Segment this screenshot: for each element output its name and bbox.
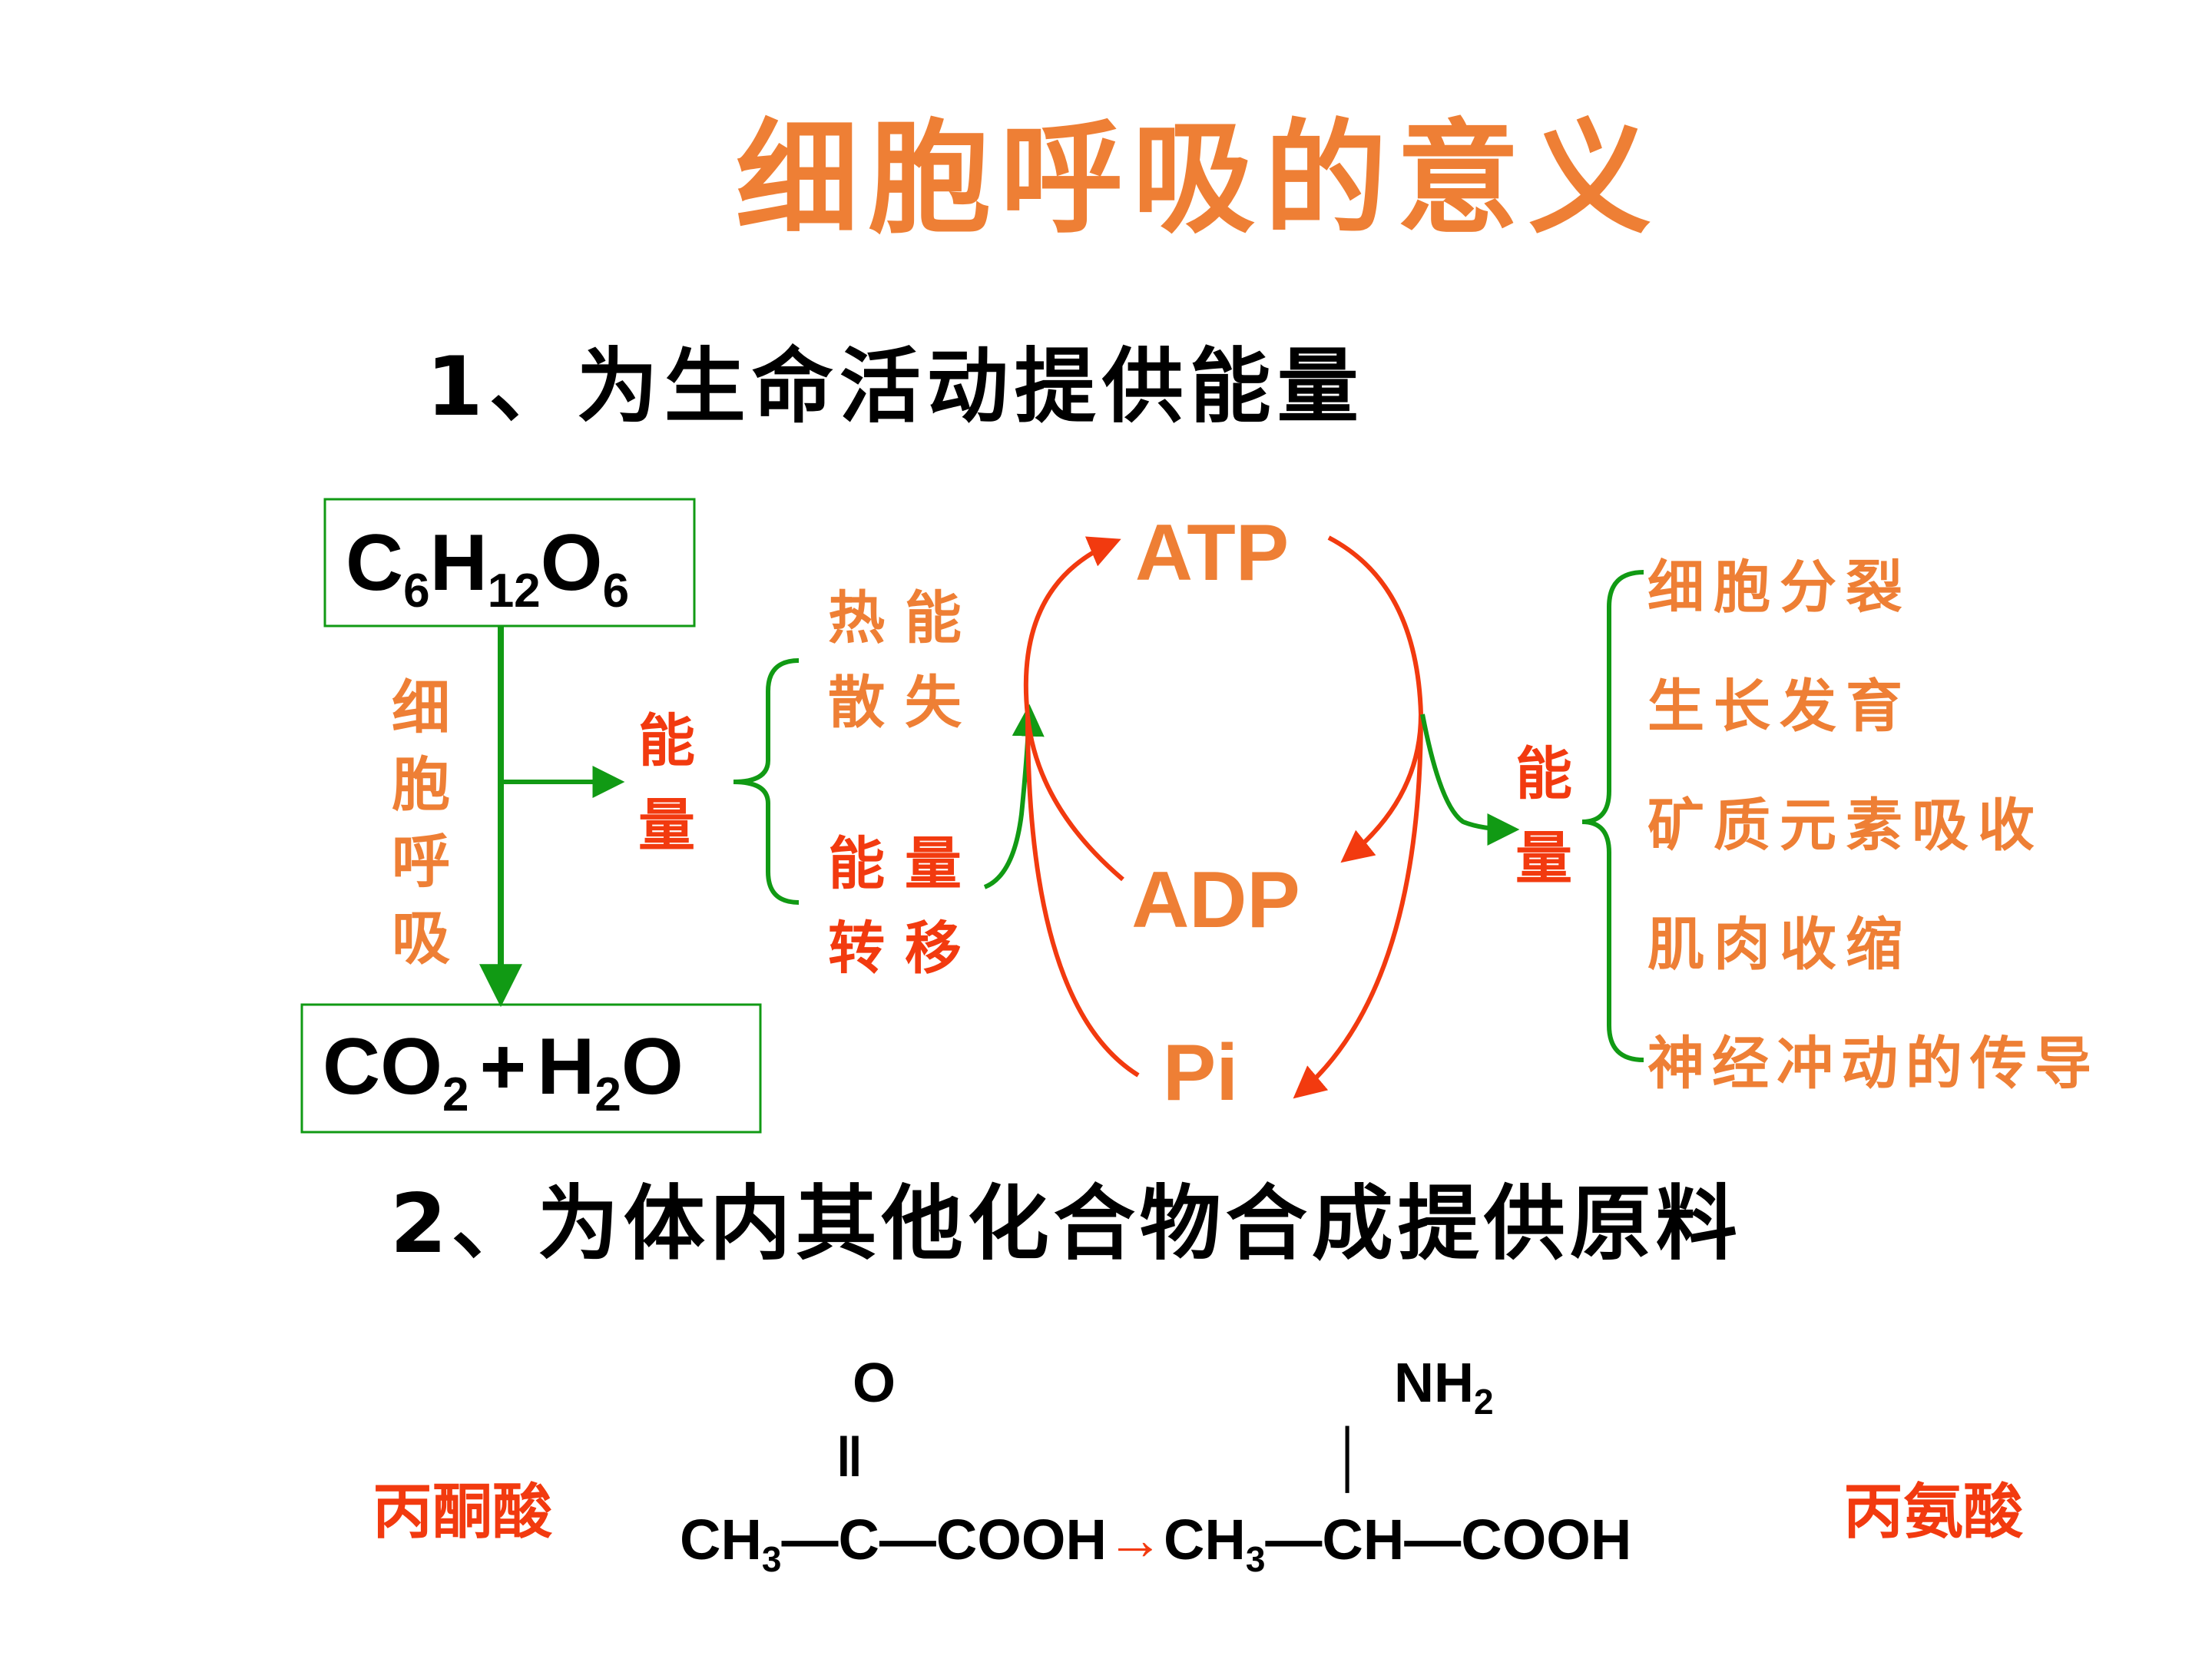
energy-label-left-2: 量 <box>638 793 695 859</box>
section-2-heading: 2、为体内其他化合物合成提供原料 <box>390 1177 1742 1271</box>
release-arrow <box>1420 714 1520 846</box>
amino-group: NH2 <box>1394 1353 1494 1422</box>
glucose-formula: C6H12O6 <box>346 518 629 618</box>
page-title: 细胞呼吸的意义 <box>736 107 1661 250</box>
process-label-1: 细 <box>392 674 450 742</box>
energy-label-left-1: 能 <box>638 708 695 774</box>
hydrolysis-arrow-pi <box>1293 714 1423 1099</box>
pi-label: Pi <box>1163 1028 1238 1118</box>
use-item-4: 肌肉收缩 <box>1647 912 1912 978</box>
double-bond: ǁ <box>836 1427 863 1488</box>
glucose-box <box>323 498 696 628</box>
energy-label-right-1: 能 <box>1515 741 1572 807</box>
use-item-1: 细胞分裂 <box>1647 555 1912 621</box>
pyruvate-name: 丙酮酸 <box>373 1478 553 1547</box>
transfer-arrow <box>983 704 1045 889</box>
section-1-heading: 1、为生命活动提供能量 <box>426 339 1365 434</box>
process-label-3: 呼 <box>392 827 450 896</box>
products-box <box>300 1003 762 1134</box>
process-label-4: 吸 <box>392 904 450 972</box>
heat-loss-line-1: 热 能 <box>828 585 962 651</box>
energy-transfer-line-2: 转 移 <box>828 916 962 982</box>
heat-loss-line-2: 散 失 <box>828 670 962 736</box>
hydrolysis-arrow-adp <box>1340 714 1423 863</box>
synthesis-arrow <box>1023 536 1121 717</box>
right-brace <box>1581 570 1644 1062</box>
carbonyl-oxygen: O <box>853 1353 896 1414</box>
products-formula: CO2+H2O <box>323 1022 684 1121</box>
process-label-2: 胞 <box>392 750 450 819</box>
energy-label-right-2: 量 <box>1515 826 1572 892</box>
use-item-2: 生长发育 <box>1647 674 1912 740</box>
reaction-equation: CH3—C—COOH→CH3—CH—COOH <box>680 1508 1631 1579</box>
use-item-5: 神经冲动的传导 <box>1647 1031 2099 1097</box>
use-item-3: 矿质元素吸收 <box>1647 793 2044 859</box>
left-brace <box>733 658 800 905</box>
adp-to-center-curve <box>1025 715 1124 882</box>
alanine-name: 丙氨酸 <box>1843 1478 2024 1547</box>
atp-label: ATP <box>1135 508 1289 598</box>
pi-to-center-curve <box>1025 715 1140 1078</box>
energy-transfer-line-1: 能 量 <box>828 831 962 897</box>
single-bond: │ <box>1333 1426 1367 1493</box>
hydrolysis-arrow-top <box>1327 535 1423 715</box>
adp-label: ADP <box>1131 856 1300 945</box>
